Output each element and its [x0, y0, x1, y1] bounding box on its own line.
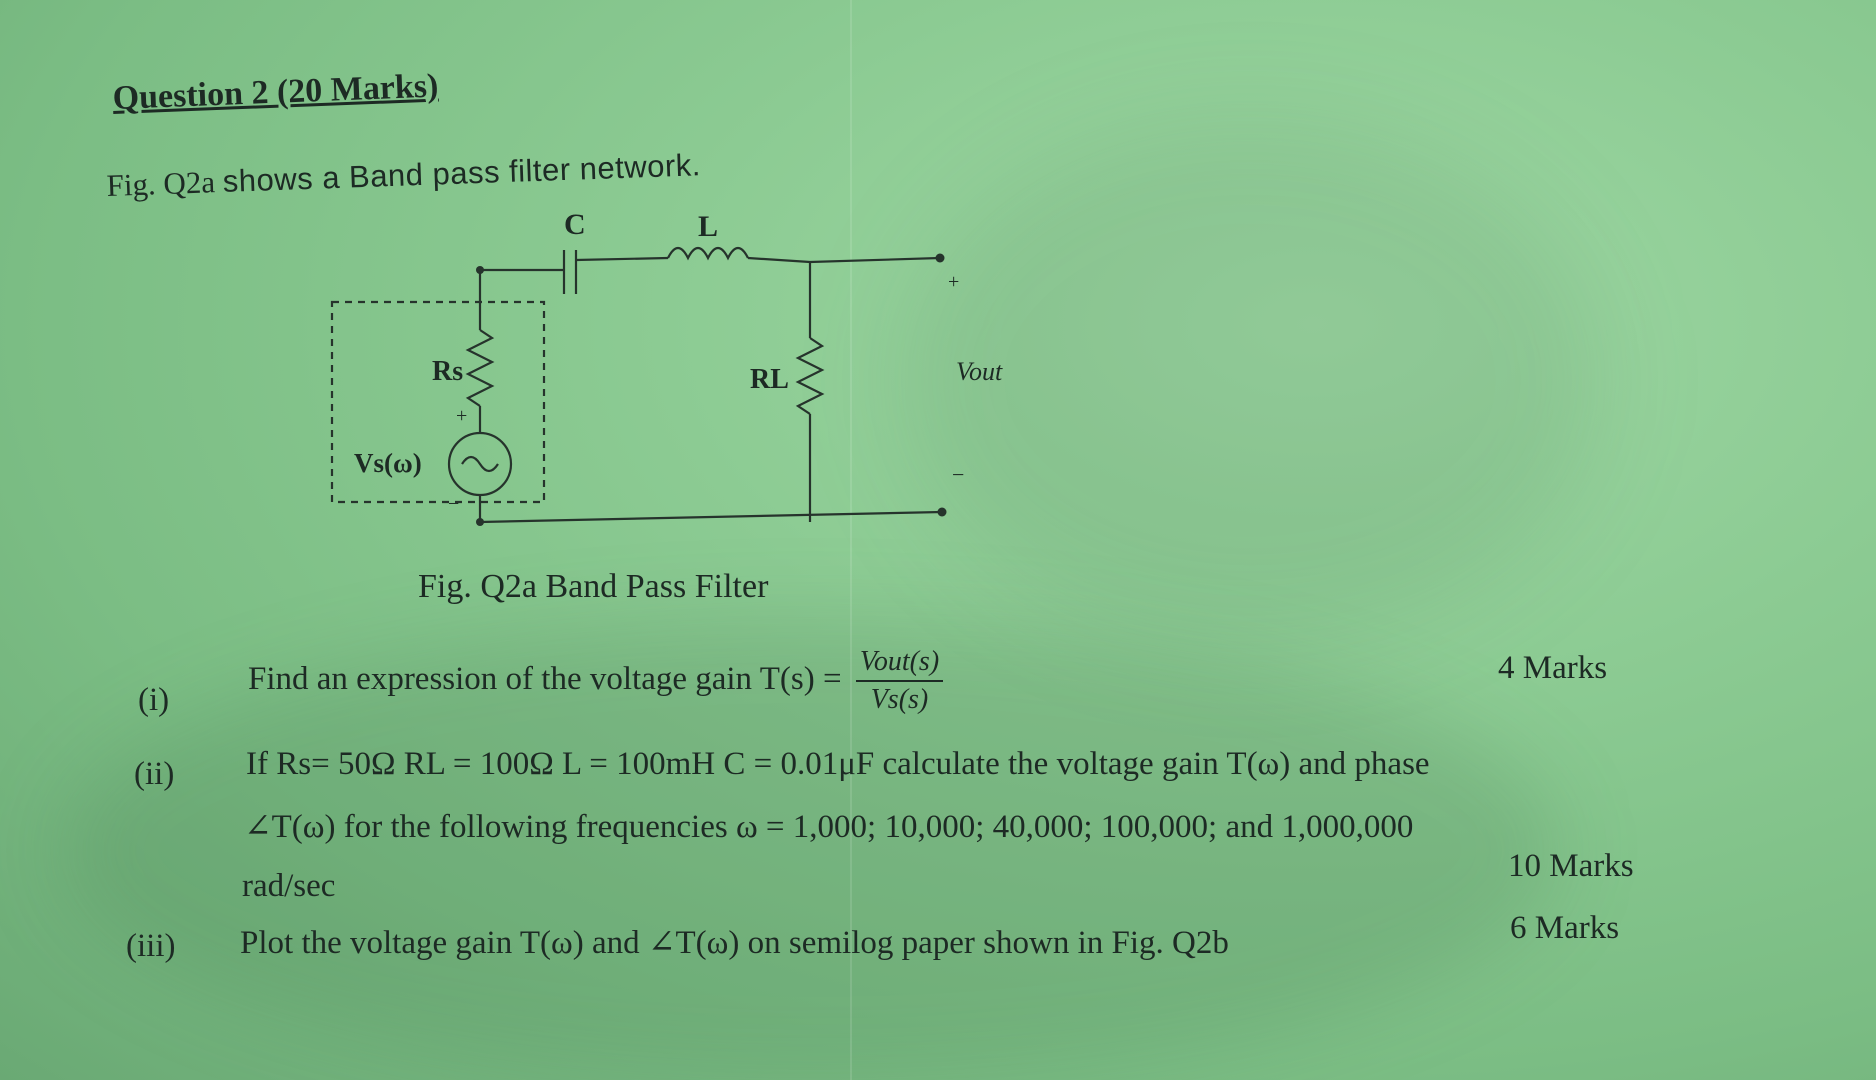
- label-l: L: [698, 210, 718, 243]
- rs-resistor: [465, 329, 495, 407]
- voltage-gain-fraction: Vout(s) Vs(s): [855, 646, 944, 716]
- question-ii-line3: rad/sec: [242, 868, 336, 904]
- label-source-plus: +: [456, 405, 467, 427]
- label-out-minus: −: [952, 462, 964, 487]
- label-vout: Vout: [956, 357, 1003, 386]
- paper-shadow: [60, 620, 1560, 1080]
- rl-resistor: [795, 337, 825, 415]
- question-number-ii: (ii): [134, 756, 175, 792]
- question-number-i: (i): [138, 682, 170, 718]
- question-number-iii: (iii): [126, 928, 176, 964]
- label-rl: RL: [750, 364, 789, 395]
- sine-icon: [461, 455, 499, 473]
- question-i-text: Find an expression of the voltage gain T…: [248, 660, 842, 697]
- intro-description: shows a Band pass filter network.: [222, 147, 702, 199]
- output-terminal-positive: [935, 253, 945, 263]
- question-ii-line1: If Rs= 50Ω RL = 100Ω L = 100mH C = 0.01μ…: [246, 746, 1430, 782]
- question-iii-text: Plot the voltage gain T(ω) and ∠T(ω) on …: [240, 925, 1229, 961]
- label-rs: Rs: [432, 356, 463, 387]
- marks-i: 4 Marks: [1498, 650, 1608, 686]
- output-terminal-negative: [937, 507, 947, 517]
- label-vs: Vs(ω): [354, 448, 422, 478]
- paper-shadow-2: [900, 120, 1600, 640]
- question-ii-line2: ∠T(ω) for the following frequencies ω = …: [244, 809, 1414, 845]
- label-c: C: [564, 210, 586, 241]
- junction-dot: [476, 518, 484, 526]
- source-box: [330, 300, 546, 504]
- intro-text: Fig. Q2a shows a Band pass filter networ…: [106, 147, 701, 204]
- band-pass-filter-circuit: C L Rs RL Vs(ω) + − + − Vout: [330, 210, 1003, 526]
- wire: [747, 256, 811, 264]
- wire: [809, 256, 941, 264]
- fraction-numerator: Vout(s): [855, 646, 944, 683]
- label-out-plus: +: [948, 271, 959, 293]
- fraction-denominator: Vs(s): [870, 684, 929, 716]
- wire: [479, 510, 943, 524]
- label-source-minus: −: [448, 493, 459, 515]
- inductor: [667, 246, 749, 261]
- junction-dot: [476, 266, 484, 274]
- question-heading: Question 2 (20 Marks): [112, 67, 440, 117]
- wire: [575, 256, 669, 262]
- question-text-i: Find an expression of the voltage gain T…: [248, 646, 944, 716]
- intro-fig-ref: Fig. Q2a: [106, 164, 216, 203]
- figure-caption: Fig. Q2a Band Pass Filter: [418, 568, 769, 605]
- marks-ii: 10 Marks: [1508, 848, 1634, 884]
- paper-fold: [850, 0, 852, 1080]
- marks-iii: 6 Marks: [1510, 910, 1620, 946]
